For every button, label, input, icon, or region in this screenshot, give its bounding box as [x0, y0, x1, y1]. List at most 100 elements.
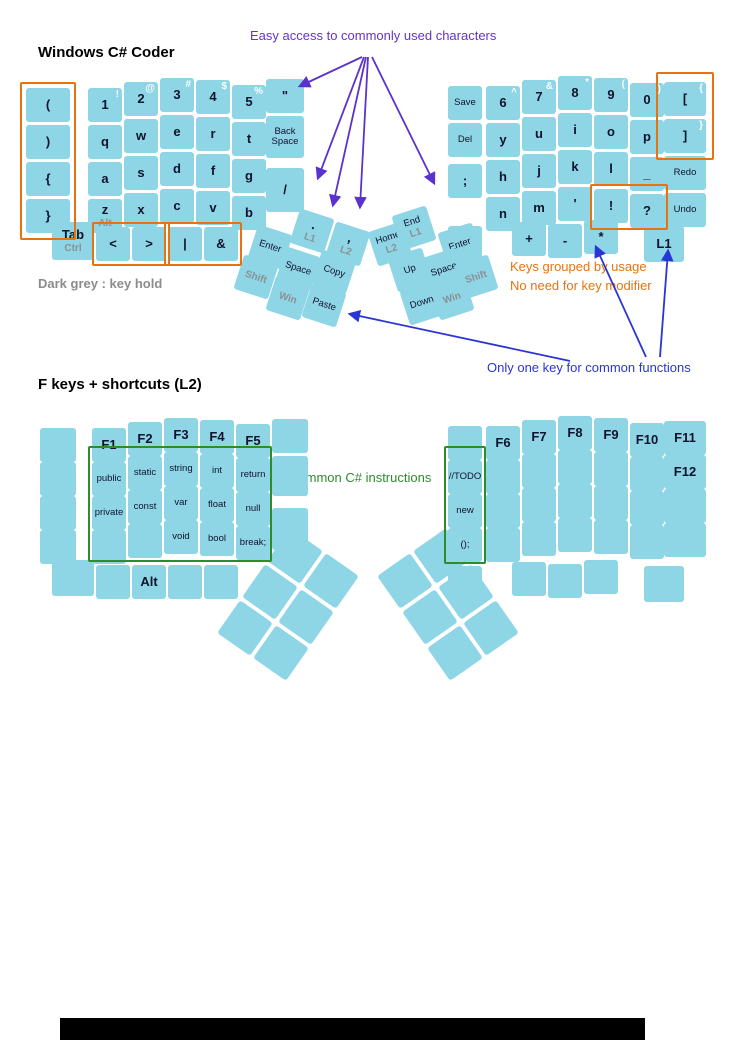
- key-s: s: [124, 156, 158, 190]
- key-8: 8*: [558, 76, 592, 110]
- key-0: 0): [630, 83, 664, 117]
- key-j: j: [522, 154, 556, 188]
- annotation-arrow-blue: [659, 248, 674, 358]
- key-blank: [630, 491, 664, 525]
- key-var: var: [164, 486, 198, 520]
- key-blank: [522, 522, 556, 556]
- key-symbol: ": [266, 79, 304, 113]
- highlight-box-orange: [164, 222, 242, 266]
- key-symbol: /: [266, 168, 304, 212]
- key-r: r: [196, 117, 230, 151]
- key-void: void: [164, 520, 198, 554]
- key-redo: Redo: [664, 156, 706, 190]
- key-blank: [630, 457, 664, 491]
- key-l1: L1: [644, 226, 684, 262]
- key-blank: [664, 489, 706, 523]
- note-no-modifier: No need for key modifier: [510, 278, 652, 293]
- note-keys-grouped: Keys grouped by usage: [510, 259, 647, 274]
- key-symbol: {: [26, 162, 70, 196]
- key-7: 7&: [522, 80, 556, 114]
- key-string: string: [164, 452, 198, 486]
- key-todo: //TODO: [448, 460, 482, 494]
- key-blank: [522, 488, 556, 522]
- key-blank: [40, 496, 76, 530]
- key-symbol: (: [26, 88, 70, 122]
- key-4: 4$: [196, 80, 230, 114]
- key-blank: [594, 486, 628, 520]
- key-blank: [594, 520, 628, 554]
- key-symbol: ]}: [664, 119, 706, 153]
- key-const: const: [128, 490, 162, 524]
- key-symbol: ): [26, 125, 70, 159]
- key-blank: [272, 456, 308, 496]
- key-h: h: [486, 160, 520, 194]
- note-key-hold-legend: Dark grey : key hold: [38, 276, 163, 291]
- key-f8: F8: [558, 416, 592, 450]
- key-q: q: [88, 125, 122, 159]
- key-w: w: [124, 119, 158, 153]
- key-y: y: [486, 123, 520, 157]
- key-9: 9(: [594, 78, 628, 112]
- key-b: b: [232, 196, 266, 230]
- key-float: float: [200, 488, 234, 522]
- key-blank: [168, 565, 202, 599]
- key-i: i: [558, 113, 592, 147]
- key-blank: [664, 523, 706, 557]
- key-symbol: &: [204, 227, 238, 261]
- annotation-arrow-blue: [347, 309, 571, 362]
- key-f10: F10: [630, 423, 664, 457]
- key-back-space: Back Space: [266, 116, 304, 158]
- highlight-box-orange: [20, 82, 76, 240]
- key-blank: [558, 450, 592, 484]
- key-new: new: [448, 494, 482, 528]
- key-e: e: [160, 115, 194, 149]
- main-layer-title: Windows C# Coder: [38, 44, 175, 61]
- key-static: static: [128, 456, 162, 490]
- key-blank: [448, 426, 482, 460]
- key-f4: F4: [200, 420, 234, 454]
- key-2: 2@: [124, 82, 158, 116]
- key-blank: [40, 462, 76, 496]
- annotation-arrow-purple: [371, 56, 436, 186]
- note-one-key: Only one key for common functions: [487, 360, 691, 375]
- key-p: p: [630, 120, 664, 154]
- key-symbol: ?: [630, 194, 664, 228]
- key-blank: [584, 560, 618, 594]
- key-a: a: [88, 162, 122, 196]
- key-5: 5%: [232, 85, 266, 119]
- key-return: return: [236, 458, 270, 492]
- key-private: private: [92, 496, 126, 530]
- highlight-box-orange: [590, 184, 668, 230]
- key-f11: F11: [664, 421, 706, 455]
- key-6: 6^: [486, 86, 520, 120]
- key-blank: [630, 525, 664, 559]
- key-blank: [40, 530, 76, 564]
- key-blank: [558, 484, 592, 518]
- key-save: Save: [448, 86, 482, 120]
- key-t: t: [232, 122, 266, 156]
- key-d: d: [160, 152, 194, 186]
- key-l: l: [594, 152, 628, 186]
- key-int: int: [200, 454, 234, 488]
- key-blank: [52, 560, 94, 596]
- annotation-arrow-purple: [354, 56, 369, 210]
- key-f9: F9: [594, 418, 628, 452]
- key-blank: [128, 524, 162, 558]
- key-f: f: [196, 154, 230, 188]
- key-x: x: [124, 193, 158, 227]
- key-null: null: [236, 492, 270, 526]
- key-blank: [644, 566, 684, 602]
- key-public: public: [92, 462, 126, 496]
- key-blank: [204, 565, 238, 599]
- key-f2: F2: [128, 422, 162, 456]
- key-symbol: >: [132, 227, 166, 261]
- key-f7: F7: [522, 420, 556, 454]
- key-g: g: [232, 159, 266, 193]
- key-c: c: [160, 189, 194, 223]
- key-f6: F6: [486, 426, 520, 460]
- key-bool: bool: [200, 522, 234, 556]
- key-u: u: [522, 117, 556, 151]
- key-blank: [512, 562, 546, 596]
